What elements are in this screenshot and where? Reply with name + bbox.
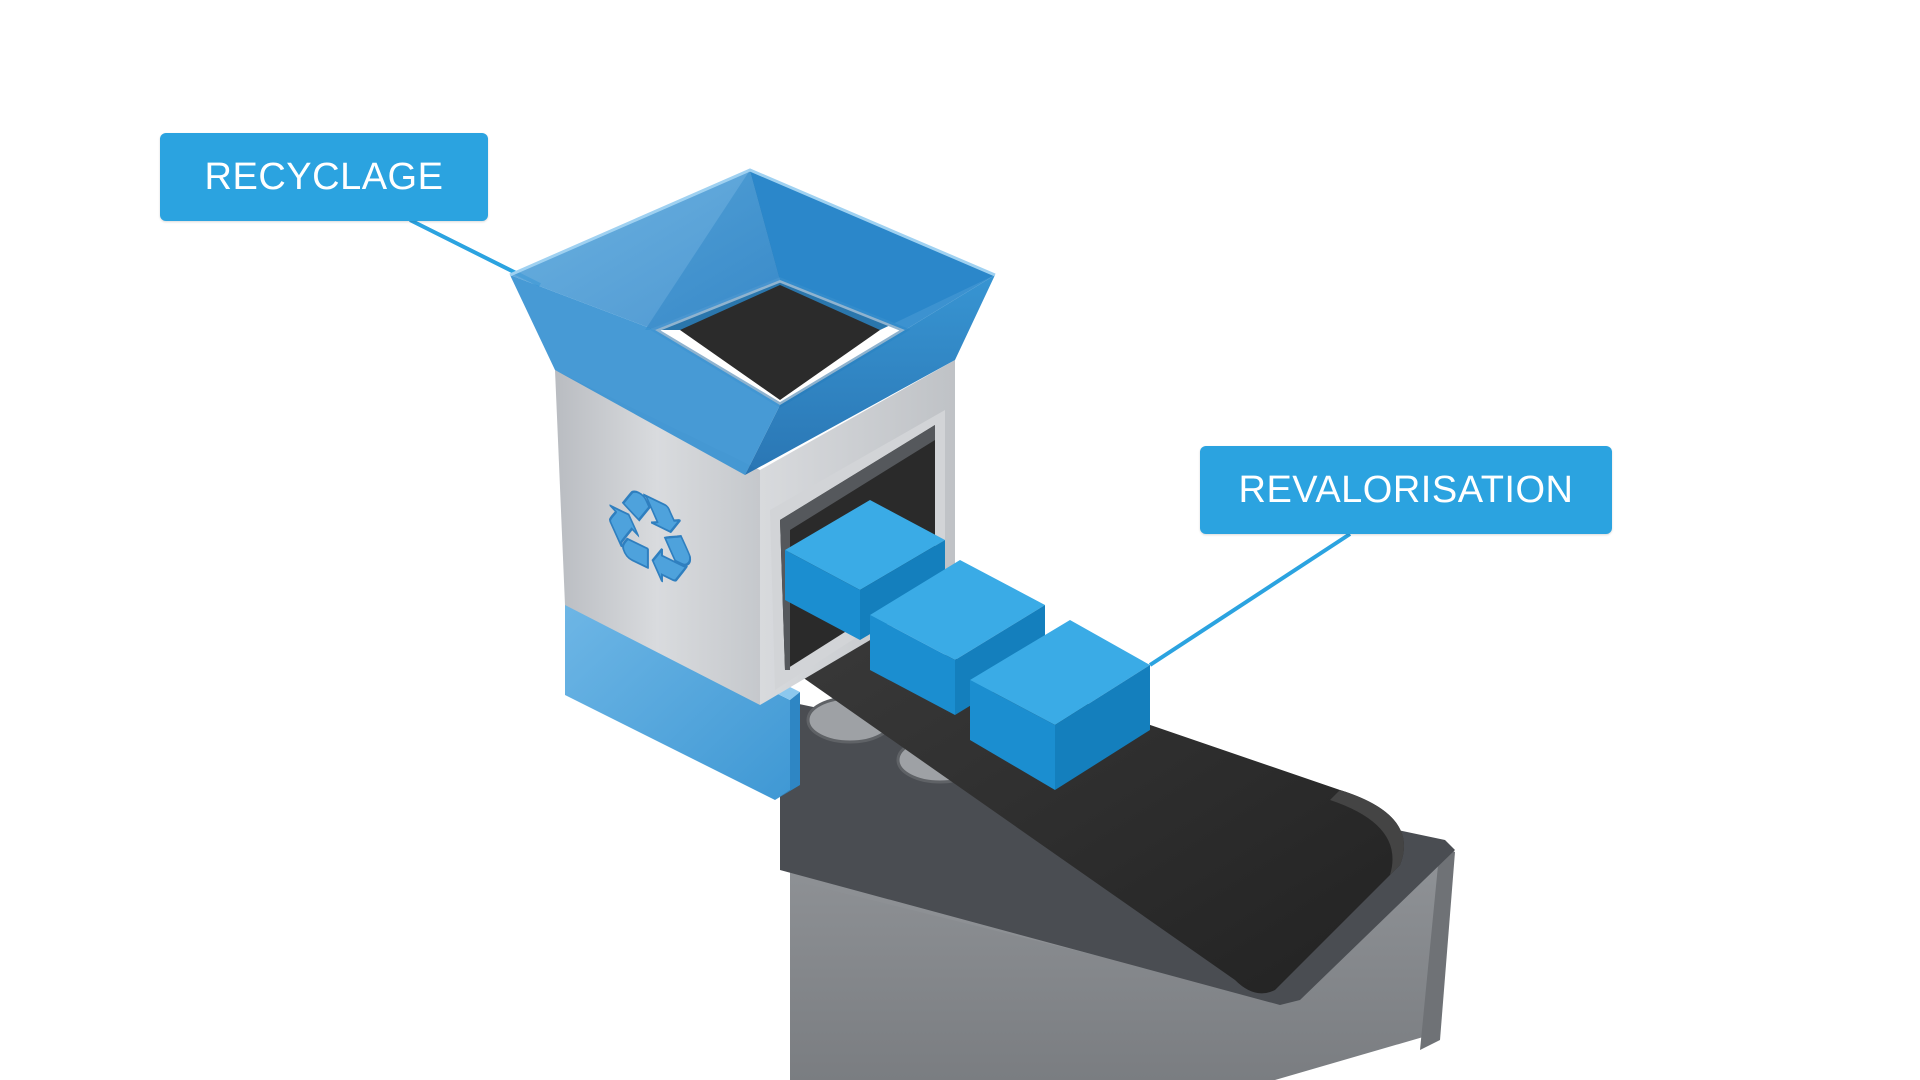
recyclage-label: RECYCLAGE	[160, 133, 488, 221]
hopper	[509, 168, 996, 475]
revalorisation-label: REVALORISATION	[1200, 446, 1612, 534]
revalorisation-connector-line	[1148, 532, 1352, 667]
blue-box-3	[970, 620, 1150, 790]
conveyor	[780, 600, 1455, 1080]
